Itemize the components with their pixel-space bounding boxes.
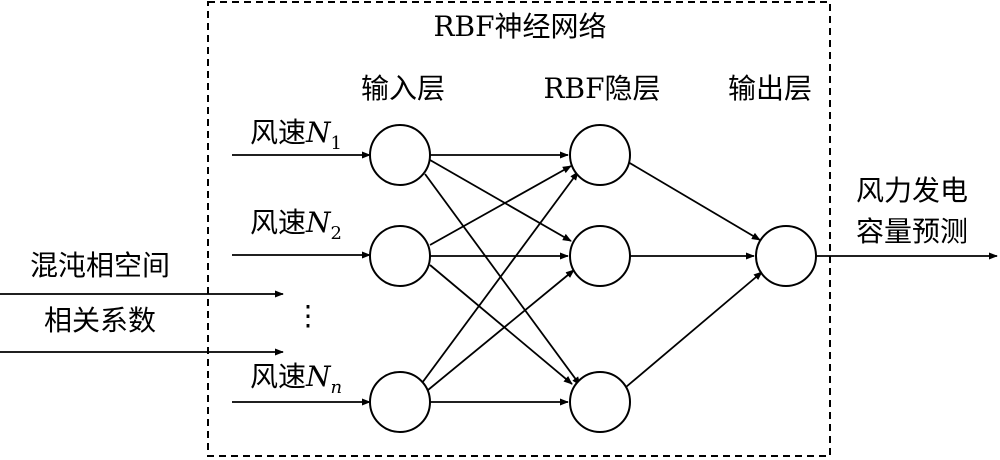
hidden-node-3 xyxy=(569,371,631,433)
network-boundary xyxy=(207,1,831,457)
hidden-node-2 xyxy=(569,225,631,287)
edge-i2-h1 xyxy=(429,165,572,246)
ellipsis: ⋮ xyxy=(294,299,322,332)
input-node-n xyxy=(369,371,431,433)
side-input-correlation: 相关系数 xyxy=(44,304,156,337)
side-input-chaos: 混沌相空间 xyxy=(30,249,170,282)
input-label-n: 风速Nn xyxy=(250,360,342,398)
edge-in-h1 xyxy=(421,171,579,384)
output-node xyxy=(755,225,817,287)
input-node-1 xyxy=(369,124,431,186)
edge-h3-o xyxy=(625,271,763,388)
network-title: RBF神经网络 xyxy=(433,10,606,43)
edge-i2-h3 xyxy=(429,264,573,385)
edge-h1-o xyxy=(627,161,761,241)
input-layer-label: 输入层 xyxy=(361,72,445,105)
edge-i1-h2 xyxy=(429,159,572,242)
output-label-line2: 容量预测 xyxy=(856,215,968,248)
edge-i1-h3 xyxy=(424,173,581,386)
hidden-node-1 xyxy=(569,124,631,186)
input-node-2 xyxy=(369,225,431,287)
input-label-1: 风速N1 xyxy=(250,116,342,154)
output-layer-label: 输出层 xyxy=(728,72,812,105)
output-label-line1: 风力发电 xyxy=(856,174,968,207)
input-label-2: 风速N2 xyxy=(250,206,342,244)
hidden-layer-label: RBF隐层 xyxy=(543,72,660,105)
edge-in-h2 xyxy=(427,269,575,391)
